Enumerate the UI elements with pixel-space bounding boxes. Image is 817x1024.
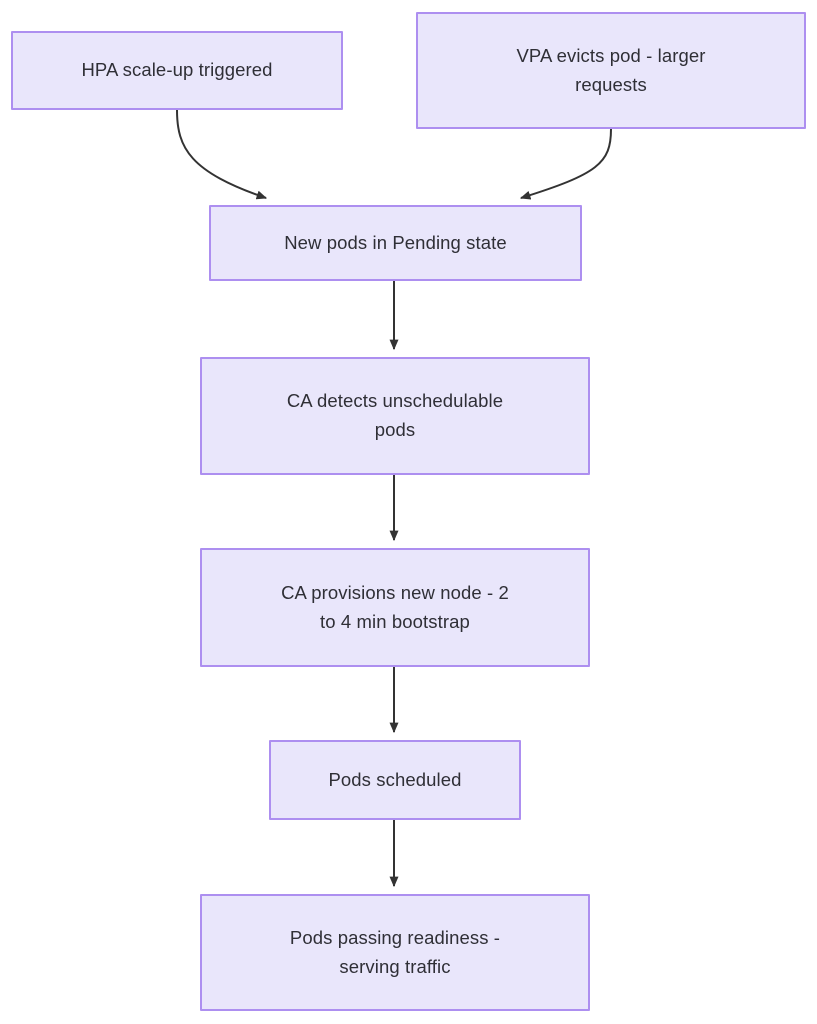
node-label: Pods scheduled [328,768,462,790]
node-label: CA provisions new node - 2 to 4 min boot… [281,581,509,632]
node-vpa-evicts-pod[interactable]: VPA evicts pod - larger requests [416,12,806,129]
edge-vpa-to-pending [519,128,612,200]
node-hpa-scale-up-triggered[interactable]: HPA scale-up triggered [11,31,343,110]
node-ca-detects-unschedulable-pods[interactable]: CA detects unschedulable pods [200,357,590,475]
node-pods-passing-readiness[interactable]: Pods passing readiness - serving traffic [200,894,590,1011]
edge-hpa-to-pending [176,109,268,200]
node-new-pods-pending[interactable]: New pods in Pending state [209,205,582,281]
node-pods-scheduled[interactable]: Pods scheduled [269,740,521,820]
node-label: CA detects unschedulable pods [286,390,504,440]
node-ca-provisions-new-node[interactable]: CA provisions new node - 2 to 4 min boot… [200,548,590,667]
node-label: HPA scale-up triggered [81,59,273,81]
node-label: New pods in Pending state [284,231,507,253]
node-label: VPA evicts pod - larger requests [516,44,706,95]
node-label: Pods passing readiness - serving traffic [289,926,501,977]
